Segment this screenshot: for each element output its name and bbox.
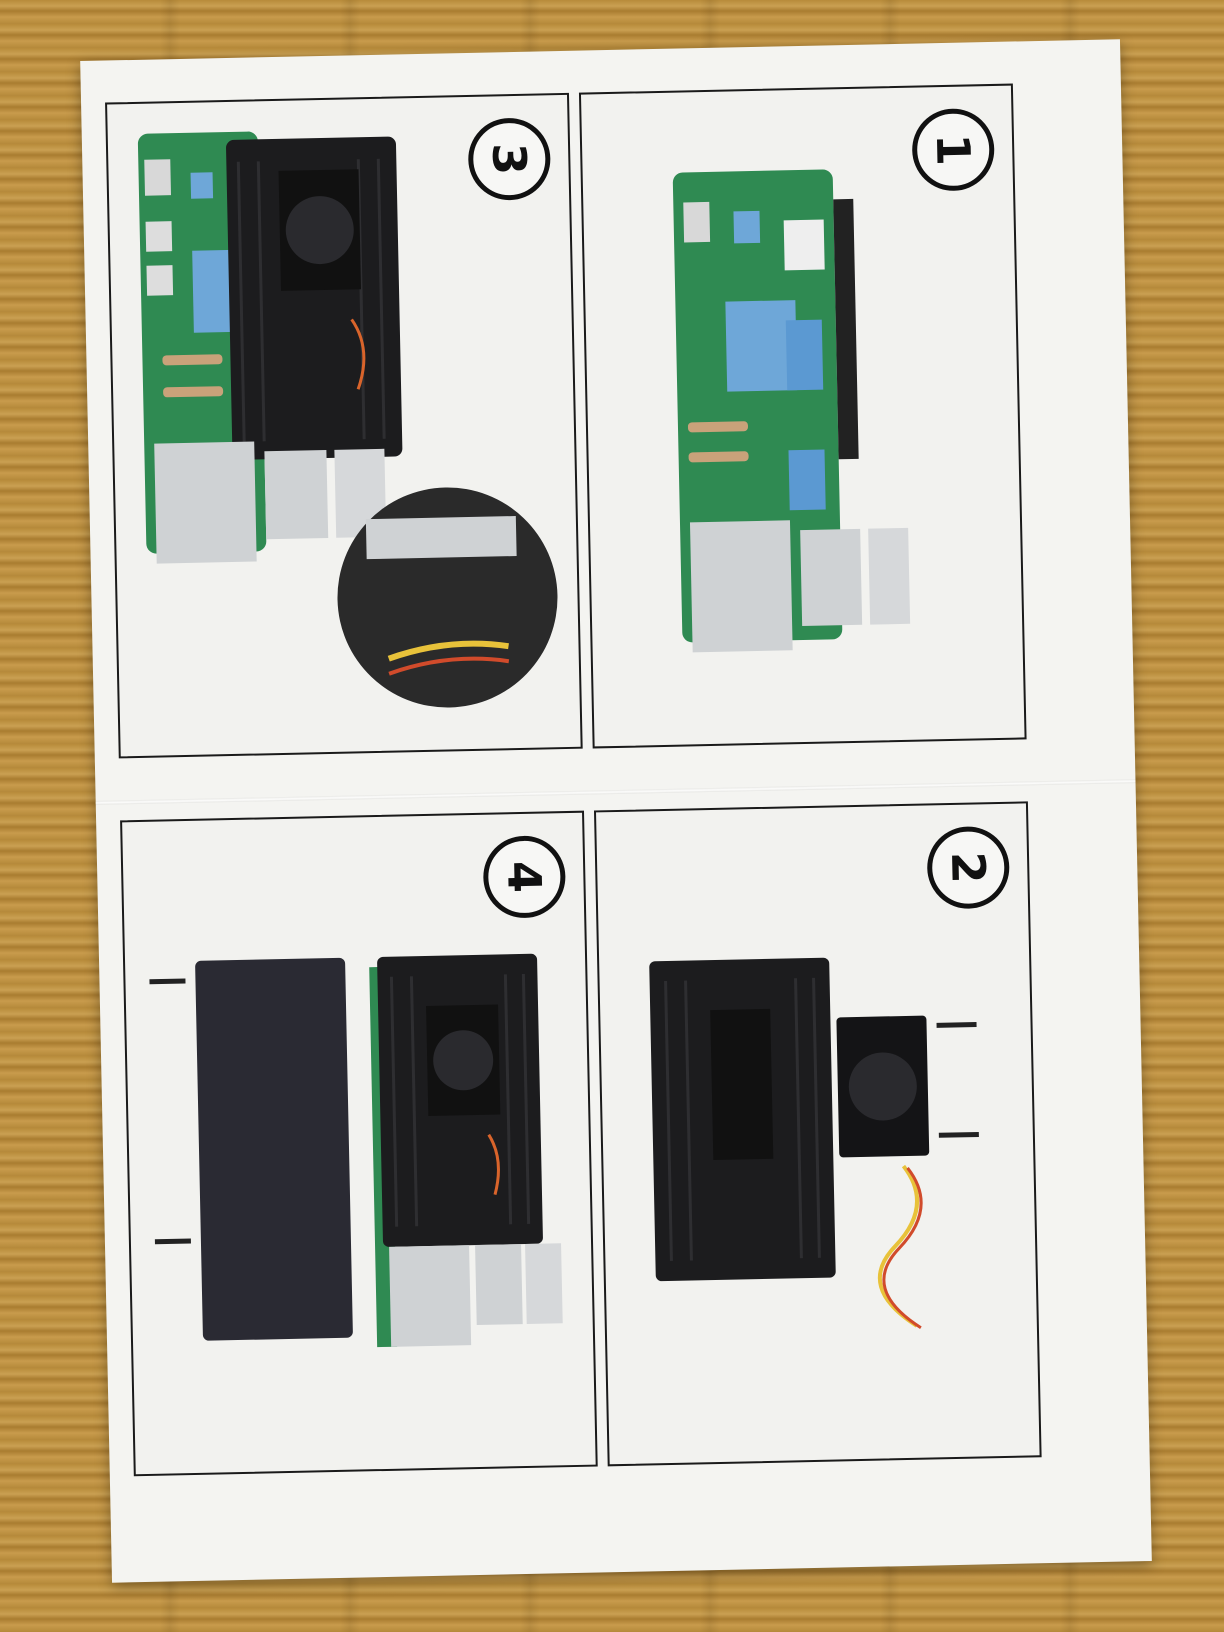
fan-wire bbox=[350, 318, 366, 390]
step-number-text: 1 bbox=[925, 133, 981, 167]
thermal-pad bbox=[725, 300, 798, 392]
thermal-pad bbox=[788, 449, 826, 511]
thermal-pad bbox=[190, 172, 214, 199]
step-number-text: 3 bbox=[481, 142, 537, 176]
micro-hdmi-port bbox=[146, 265, 174, 296]
flex-connector bbox=[688, 451, 749, 463]
step-number-text: 2 bbox=[940, 851, 996, 885]
usb-c-port bbox=[144, 159, 172, 196]
bottom-cover-plate bbox=[195, 957, 353, 1341]
instruction-card: 3 1 bbox=[80, 39, 1152, 1583]
ethernet-port bbox=[689, 520, 793, 653]
usb-port bbox=[475, 1244, 523, 1326]
mounting-screw bbox=[154, 1238, 191, 1245]
thermal-pad bbox=[733, 210, 761, 244]
fan-rotor bbox=[433, 1030, 494, 1091]
thermal-pad bbox=[192, 249, 240, 333]
flex-connector bbox=[163, 386, 224, 398]
step-2-illustration bbox=[649, 957, 979, 1329]
usb-port bbox=[800, 528, 863, 627]
fan-cable bbox=[877, 1164, 919, 1328]
step-4-illustration bbox=[149, 953, 563, 1348]
flex-connector bbox=[162, 354, 223, 366]
fan-cutout bbox=[710, 1008, 774, 1161]
step-1-panel: 1 bbox=[578, 83, 1027, 749]
gpio-header bbox=[833, 198, 859, 460]
inset-cable bbox=[387, 640, 509, 662]
usb-port bbox=[264, 449, 329, 540]
ethernet-port bbox=[154, 441, 257, 564]
card-fold-crease bbox=[95, 779, 1136, 805]
step-3-panel: 3 bbox=[105, 92, 583, 759]
fan-cable bbox=[882, 1167, 923, 1329]
fan-screw bbox=[936, 1021, 977, 1028]
fan-rotor bbox=[848, 1052, 917, 1121]
mounting-screw bbox=[149, 978, 186, 985]
micro-hdmi-port bbox=[145, 221, 173, 252]
flex-connector bbox=[687, 421, 748, 433]
chip bbox=[783, 219, 825, 271]
thermal-pad bbox=[785, 319, 824, 391]
step-4-panel: 4 bbox=[120, 810, 598, 1477]
usb-c-port bbox=[683, 201, 711, 243]
inset-cable bbox=[388, 656, 510, 676]
step-1-illustration bbox=[672, 169, 911, 653]
fan-screw bbox=[938, 1131, 979, 1138]
ethernet-port bbox=[389, 1245, 472, 1347]
usb-port bbox=[868, 527, 911, 625]
step-3-illustration bbox=[137, 131, 558, 708]
inset-connector bbox=[365, 516, 517, 560]
step-number-text: 4 bbox=[497, 860, 552, 894]
usb-port bbox=[334, 448, 387, 538]
usb-port bbox=[525, 1243, 563, 1324]
fan-wire bbox=[487, 1133, 500, 1195]
fan-rotor bbox=[285, 196, 354, 265]
step-2-panel: 2 bbox=[593, 801, 1042, 1467]
